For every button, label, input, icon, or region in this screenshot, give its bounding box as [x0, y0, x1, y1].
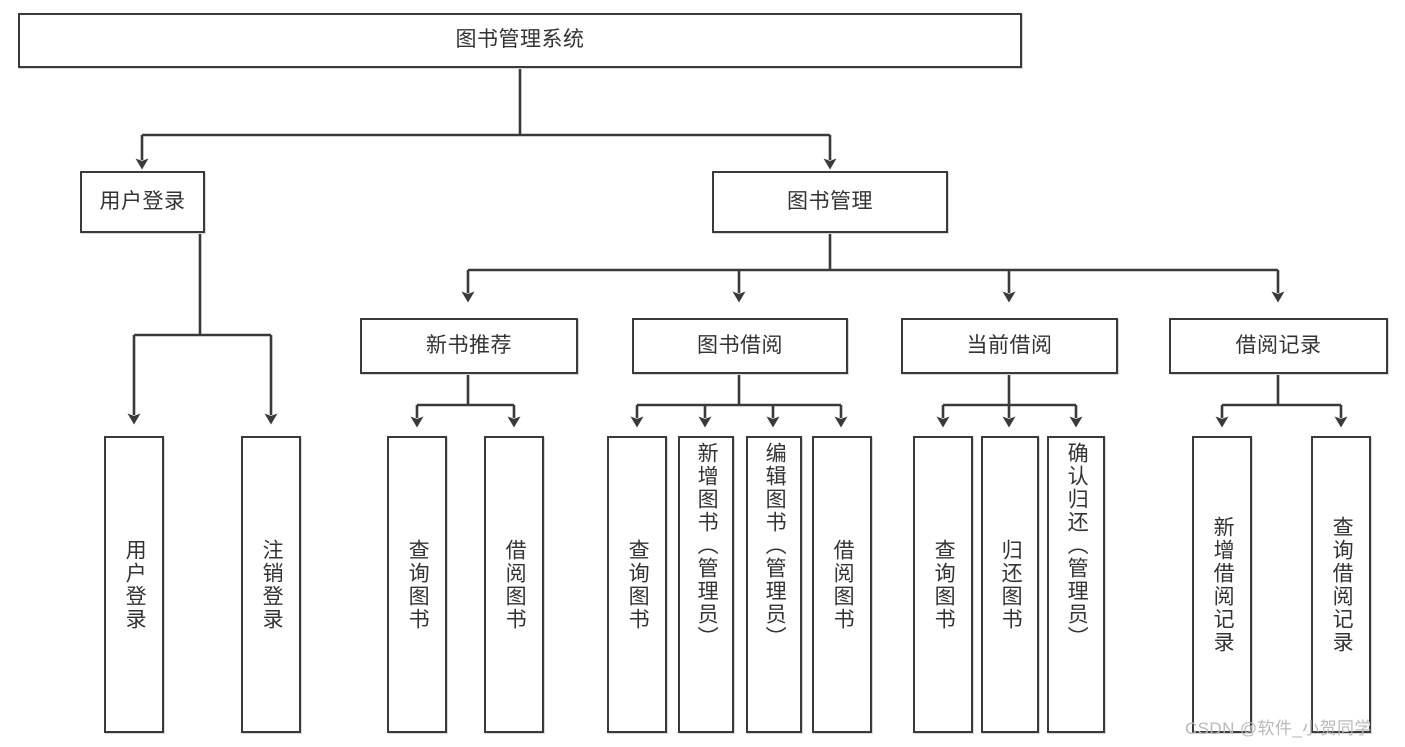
node-label: 图书管理系统 — [455, 28, 585, 52]
node-borrow-record[interactable]: 借阅记录 — [1169, 318, 1388, 374]
node-label: 编辑图书（管理员） — [763, 442, 787, 649]
node-label: 注销登录 — [260, 538, 284, 631]
leaf-query-borrow-record[interactable]: 查询借阅记录 — [1311, 436, 1371, 733]
node-label: 查询借阅记录 — [1330, 515, 1354, 654]
node-new-book-recommend[interactable]: 新书推荐 — [360, 318, 578, 374]
node-book-management[interactable]: 图书管理 — [712, 171, 948, 233]
node-label: 查询图书 — [626, 538, 650, 631]
leaf-query-book-borrow[interactable]: 查询图书 — [607, 436, 667, 733]
node-label: 新书推荐 — [426, 333, 512, 357]
leaf-logout[interactable]: 注销登录 — [241, 436, 301, 733]
node-label: 用户登录 — [99, 189, 186, 213]
node-label: 借阅图书 — [831, 538, 855, 631]
node-label: 新增图书（管理员） — [695, 442, 719, 649]
node-root[interactable]: 图书管理系统 — [18, 13, 1022, 68]
csdn-watermark: CSDN @软件_小贺同学 — [1185, 719, 1372, 738]
node-label: 当前借阅 — [966, 333, 1053, 357]
node-label: 归还图书 — [999, 538, 1023, 631]
leaf-return-book[interactable]: 归还图书 — [981, 436, 1039, 733]
leaf-add-book-admin[interactable]: 新增图书（管理员） — [678, 436, 734, 733]
leaf-query-book-current[interactable]: 查询图书 — [913, 436, 973, 733]
node-label: 查询图书 — [406, 538, 430, 631]
node-label: 图书借阅 — [697, 333, 783, 357]
leaf-edit-book-admin[interactable]: 编辑图书（管理员） — [746, 436, 802, 733]
node-label: 新增借阅记录 — [1211, 515, 1235, 654]
node-label: 查询图书 — [932, 538, 956, 631]
node-current-borrow[interactable]: 当前借阅 — [901, 318, 1118, 374]
leaf-borrow-book[interactable]: 借阅图书 — [812, 436, 872, 733]
leaf-borrow-book-recommend[interactable]: 借阅图书 — [484, 436, 544, 733]
node-label: 确认归还（管理员） — [1065, 442, 1089, 649]
node-label: 借阅记录 — [1235, 333, 1322, 357]
leaf-user-login[interactable]: 用户登录 — [104, 436, 164, 733]
node-user-login[interactable]: 用户登录 — [80, 171, 205, 233]
leaf-query-book-recommend[interactable]: 查询图书 — [387, 436, 447, 733]
node-label: 用户登录 — [123, 538, 147, 631]
node-book-borrow[interactable]: 图书借阅 — [632, 318, 848, 374]
node-label: 借阅图书 — [503, 538, 527, 631]
leaf-confirm-return-admin[interactable]: 确认归还（管理员） — [1047, 436, 1105, 733]
node-label: 图书管理 — [787, 189, 873, 213]
leaf-add-borrow-record[interactable]: 新增借阅记录 — [1192, 436, 1252, 733]
